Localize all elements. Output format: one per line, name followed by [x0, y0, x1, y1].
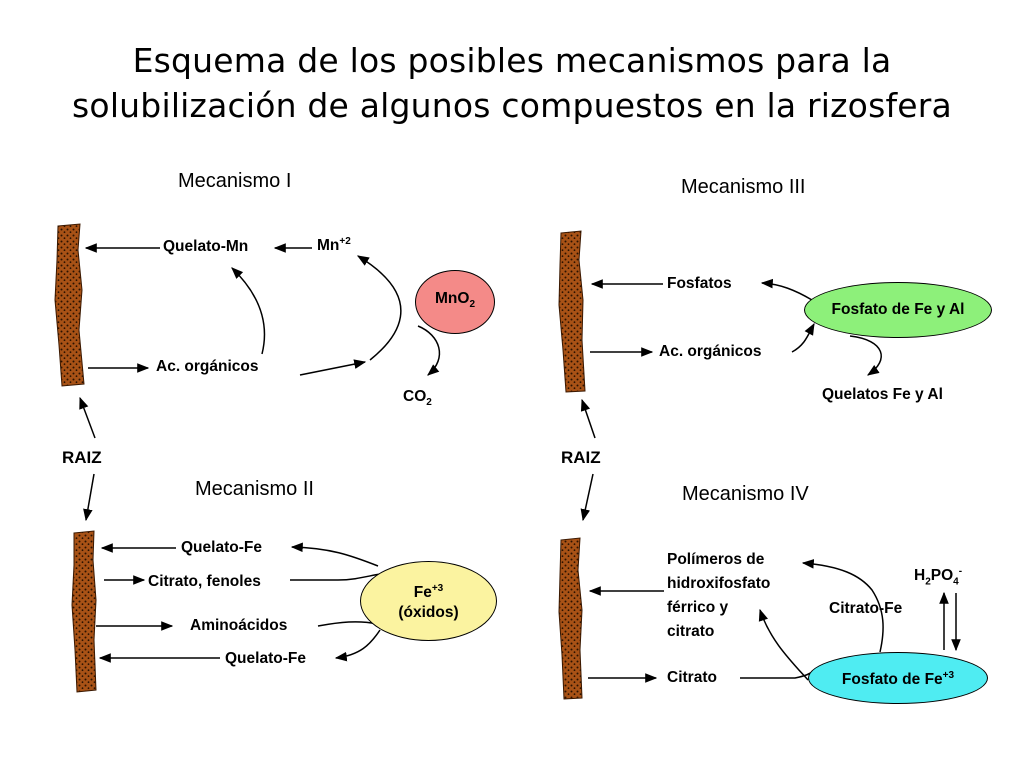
title-line-1: Esquema de los posibles mecanismos para …	[132, 41, 892, 80]
label-aminoacidos: Aminoácidos	[190, 617, 288, 634]
arrow-fe-to-quelato-fe-top	[290, 542, 379, 567]
node-fosfato-fe3: Fosfato de Fe+3	[808, 652, 988, 704]
label-mn: Mn+2	[317, 236, 351, 255]
label-citrato-fenoles: Citrato, fenoles	[148, 573, 261, 590]
label-polimeros: Polímeros de hidroxifosfato férrico y ci…	[667, 551, 771, 640]
arrow-mno2-to-co2	[417, 325, 441, 376]
label-ac-organicos-1: Ac. orgánicos	[156, 358, 259, 375]
arrow-fosfato-to-quelatos	[849, 335, 882, 376]
raiz-label-right: RAIZ	[561, 448, 601, 467]
label-quelato-fe-bottom: Quelato-Fe	[225, 650, 306, 667]
arrow-mno2-to-mn	[356, 255, 402, 361]
node-fe-oxidos: Fe+3(óxidos)	[360, 561, 497, 641]
label-ac-organicos-3: Ac. orgánicos	[659, 343, 762, 360]
arrow-ac-org-to-fosfato	[791, 322, 815, 353]
root-mech2	[71, 530, 97, 693]
label-h2po4: H2PO4-	[914, 566, 963, 588]
arrow-ac-org-to-quelato	[231, 267, 266, 355]
title-line-2: solubilización de algunos compuestos en …	[72, 86, 952, 125]
label-quelato-fe-top: Quelato-Fe	[181, 539, 262, 556]
raiz-arrow-up-left	[79, 396, 96, 439]
arrow-fosfato-to-citrato-fe-path	[801, 559, 884, 653]
raiz-arrow-up-right	[580, 398, 596, 439]
heading-mecanismo-3: Mecanismo III	[681, 176, 806, 198]
root-mech4	[558, 537, 583, 700]
label-fosfatos: Fosfatos	[667, 275, 732, 292]
raiz-arrow-down-left	[83, 473, 95, 522]
node-fosfato-fe-al: Fosfato de Fe y Al	[804, 282, 992, 338]
heading-mecanismo-1: Mecanismo I	[178, 170, 292, 192]
label-co2: CO2	[403, 388, 432, 409]
node-mno2: MnO2	[415, 270, 495, 334]
raiz-arrow-down-right	[580, 473, 594, 522]
arrow-ac-org-to-mno2	[299, 359, 367, 376]
arrow-fe-to-quelato-fe-bottom	[334, 629, 381, 662]
label-quelatos-fe-al: Quelatos Fe y Al	[822, 386, 943, 403]
root-mech1	[54, 223, 85, 387]
arrow-citrato-to-fosfato	[740, 669, 816, 679]
label-citrato-fe: Citrato-Fe	[829, 600, 903, 617]
arrow-fosfato-to-fosfatos	[760, 278, 813, 301]
arrow-fosfato-to-polimeros	[758, 608, 809, 681]
label-quelato-mn: Quelato-Mn	[163, 238, 249, 255]
page-title: Esquema de los posibles mecanismos para …	[0, 38, 1024, 128]
arrow-aminoacidos-to-fe	[317, 621, 379, 627]
heading-mecanismo-4: Mecanismo IV	[682, 483, 809, 505]
arrow-citrato-to-fe	[290, 573, 381, 581]
root-mech3	[558, 230, 586, 393]
heading-mecanismo-2: Mecanismo II	[195, 478, 314, 500]
raiz-label-left: RAIZ	[62, 448, 102, 467]
label-citrato: Citrato	[667, 669, 717, 686]
